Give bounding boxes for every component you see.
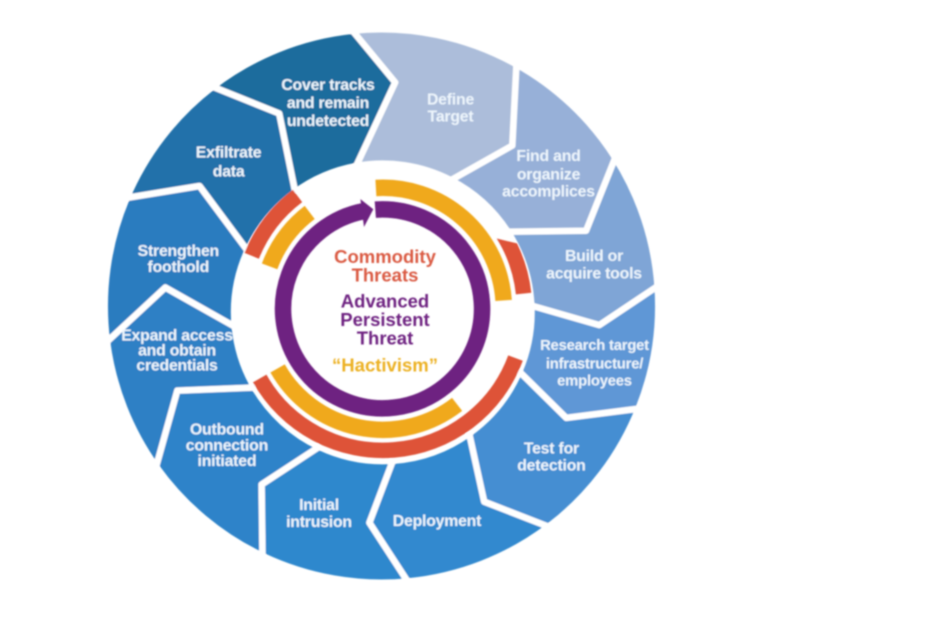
svg-text:Threat: Threat xyxy=(357,328,414,349)
svg-text:connection: connection xyxy=(186,438,268,455)
svg-text:Research target: Research target xyxy=(540,338,649,354)
svg-text:acquire tools: acquire tools xyxy=(546,266,642,283)
svg-text:Commodity: Commodity xyxy=(334,246,436,267)
svg-text:undetected: undetected xyxy=(287,113,369,130)
svg-text:Outbound: Outbound xyxy=(190,422,264,439)
svg-text:credentials: credentials xyxy=(136,358,218,375)
svg-text:infrastructure/: infrastructure/ xyxy=(546,357,643,373)
svg-text:initiated: initiated xyxy=(198,453,257,470)
svg-text:Define: Define xyxy=(427,92,474,109)
svg-text:“Hactivism”: “Hactivism” xyxy=(332,355,438,376)
svg-text:Exfiltrate: Exfiltrate xyxy=(196,145,262,162)
svg-text:and remain: and remain xyxy=(287,95,369,112)
svg-text:Test for: Test for xyxy=(524,441,579,458)
svg-text:Persistent: Persistent xyxy=(340,309,429,330)
svg-text:Strengthen: Strengthen xyxy=(138,243,219,260)
svg-text:Cover tracks: Cover tracks xyxy=(281,77,375,94)
svg-text:data: data xyxy=(213,164,245,181)
svg-text:foothold: foothold xyxy=(148,259,210,276)
svg-text:Build or: Build or xyxy=(565,248,623,265)
svg-text:Target: Target xyxy=(428,109,475,126)
svg-text:and obtain: and obtain xyxy=(138,343,216,360)
svg-text:Deployment: Deployment xyxy=(393,513,482,530)
svg-text:Find and: Find and xyxy=(516,148,580,165)
svg-text:organize: organize xyxy=(517,167,581,184)
svg-text:detection: detection xyxy=(517,458,585,475)
svg-text:Advanced: Advanced xyxy=(341,291,429,312)
svg-text:intrusion: intrusion xyxy=(286,514,352,531)
svg-text:accomplices: accomplices xyxy=(502,184,595,201)
svg-text:employees: employees xyxy=(557,374,632,390)
svg-text:Initial: Initial xyxy=(299,497,339,514)
svg-text:Expand access: Expand access xyxy=(121,328,233,345)
svg-text:Threats: Threats xyxy=(352,265,419,286)
